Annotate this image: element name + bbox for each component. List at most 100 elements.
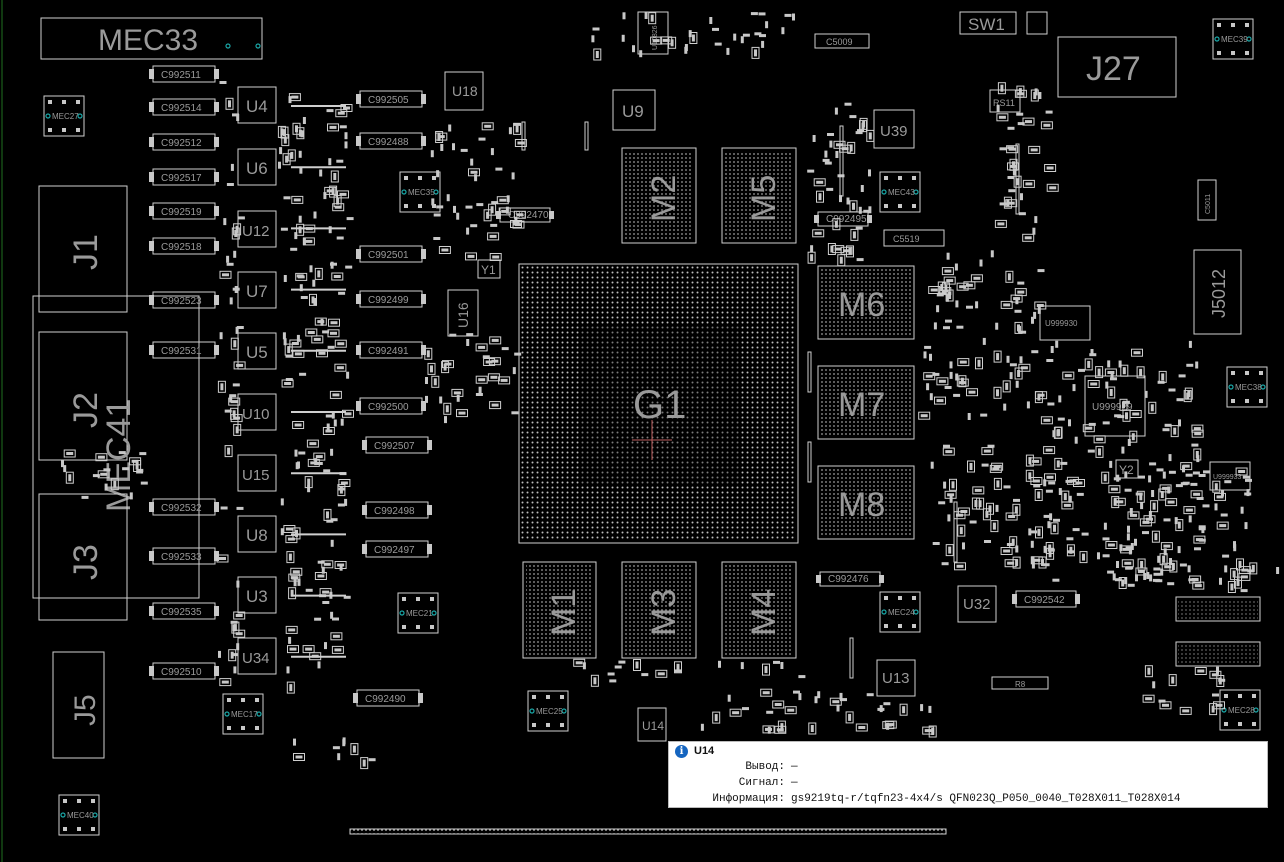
g1-gpu[interactable]: G1 — [518, 263, 799, 544]
smd-pad — [1079, 551, 1088, 564]
capacitor-c992495[interactable]: C992495 — [814, 211, 872, 227]
u4-ic[interactable]: U4 — [237, 86, 277, 124]
capacitor-c992519[interactable]: C992519 — [149, 202, 219, 220]
smd-pad — [1222, 554, 1230, 558]
mounting-hole-mec21[interactable]: MEC21 — [397, 592, 439, 634]
smd-pad — [346, 217, 354, 221]
mounting-hole-mec43[interactable]: MEC43 — [879, 171, 921, 213]
c5519-part[interactable]: C5519 — [883, 229, 945, 247]
u15-ic[interactable]: U15 — [237, 454, 277, 492]
u14-ic[interactable]: U14 — [637, 707, 667, 742]
mounting-hole-mec39[interactable]: MEC39 — [1212, 18, 1254, 60]
mounting-hole-mec40[interactable]: MEC40 — [58, 794, 100, 836]
smd-pad — [767, 726, 771, 734]
m2-memory[interactable]: M2 — [621, 147, 697, 244]
u5-ic[interactable]: U5 — [237, 332, 277, 370]
smd-pad — [299, 372, 307, 376]
u39-ic[interactable]: U39 — [873, 109, 915, 149]
r8-part[interactable]: R8 — [991, 676, 1049, 690]
capacitor-c992518[interactable]: C992518 — [149, 237, 219, 255]
capacitor-c992501[interactable]: C992501 — [356, 245, 426, 263]
mounting-hole-mec25[interactable]: MEC25 — [527, 690, 569, 732]
smd-pad — [1212, 480, 1221, 493]
capacitor-c992491[interactable]: C992491 — [356, 341, 426, 359]
m3-memory[interactable]: M3 — [621, 561, 697, 659]
j3-connector[interactable]: J3 — [38, 493, 128, 621]
m1-memory[interactable]: M1 — [522, 561, 597, 659]
capacitor-c992512[interactable]: C992512 — [149, 133, 219, 151]
capacitor-c992531[interactable]: C992531 — [149, 341, 219, 359]
u18-ic[interactable]: U18 — [444, 71, 484, 111]
capacitor-c992490[interactable]: C992490 — [353, 689, 423, 707]
mounting-hole-mec27[interactable]: MEC27 — [43, 95, 85, 137]
mounting-hole-label: MEC35 — [408, 188, 435, 197]
c5009-part[interactable]: C5009 — [814, 33, 870, 49]
u8-ic[interactable]: U8 — [237, 515, 277, 553]
smd-pad — [1019, 330, 1027, 334]
u999933-chip[interactable]: U999933 — [1209, 461, 1251, 491]
j808-connector[interactable] — [1175, 596, 1261, 622]
m6-memory[interactable]: M6 — [817, 265, 915, 340]
j5-connector[interactable]: J5 — [52, 651, 105, 759]
capacitor-c992517[interactable]: C992517 — [149, 168, 219, 186]
smd-pad — [622, 12, 626, 20]
mec33-component[interactable]: MEC33 — [40, 17, 263, 60]
capacitor-c992498[interactable]: C992498 — [362, 501, 432, 519]
capacitor-c992507[interactable]: C992507 — [362, 436, 432, 454]
smd-pad — [609, 679, 617, 683]
capacitor-c992510[interactable]: C992510 — [149, 662, 219, 680]
u10826-part[interactable]: U10826 — [637, 11, 669, 55]
m4-memory[interactable]: M4 — [721, 561, 797, 659]
capacitor-c992505[interactable]: C992505 — [356, 90, 426, 108]
j807-connector[interactable] — [1175, 641, 1261, 667]
j5012-connector[interactable]: J5012 — [1193, 249, 1242, 335]
capacitor-c992514[interactable]: C992514 — [149, 98, 219, 116]
capacitor-c992500[interactable]: C992500 — [356, 397, 426, 415]
mounting-hole-mec38[interactable]: MEC38 — [1226, 366, 1268, 408]
u16-ic[interactable]: U16 — [447, 289, 479, 337]
u999930-chip[interactable]: U999930 — [1039, 305, 1091, 341]
smd-pad — [1043, 446, 1056, 455]
m5-memory[interactable]: M5 — [721, 147, 797, 244]
capacitor-c992523[interactable]: C992523 — [149, 291, 219, 309]
m8-memory[interactable]: M8 — [817, 465, 915, 540]
sw1-switch[interactable]: SW1 — [959, 11, 1048, 35]
capacitor-c992488[interactable]: C992488 — [356, 132, 426, 150]
smd-pad — [1188, 515, 1192, 523]
j27-connector[interactable]: J27 — [1057, 36, 1177, 98]
capacitor-c992532[interactable]: C992532 — [149, 498, 219, 516]
smd-pad — [228, 649, 237, 662]
u32-ic[interactable]: U32 — [957, 585, 997, 623]
capacitor-c992497[interactable]: C992497 — [362, 540, 432, 558]
u9-ic[interactable]: U9 — [612, 89, 656, 131]
smd-pad — [332, 203, 345, 212]
capacitor-c992542[interactable]: C992542 — [1012, 590, 1080, 608]
j1-connector[interactable]: J1 — [38, 185, 128, 313]
u13-ic[interactable]: U13 — [876, 659, 916, 697]
smd-pad — [760, 688, 773, 697]
mec41-outline[interactable] — [32, 295, 200, 599]
capacitor-c992511[interactable]: C992511 — [149, 65, 219, 83]
y1-crystal[interactable]: Y1 — [477, 259, 501, 279]
capacitor-c992476[interactable]: C992476 — [816, 571, 884, 587]
smd-pad — [971, 497, 980, 510]
j2-connector[interactable]: J2 — [38, 331, 128, 461]
u3-ic[interactable]: U3 — [237, 576, 277, 614]
mounting-hole-mec24[interactable]: MEC24 — [879, 591, 921, 633]
smd-pad — [1175, 519, 1184, 532]
mounting-hole-mec17[interactable]: MEC17 — [222, 693, 264, 735]
c5011-part[interactable]: C5011 — [1197, 179, 1217, 221]
smd-pad — [1174, 517, 1178, 525]
smd-pad — [323, 508, 332, 521]
capacitor-c992535[interactable]: C992535 — [149, 602, 219, 620]
smd-pad — [431, 375, 440, 388]
smd-pad — [1149, 574, 1153, 582]
mounting-hole-mec35[interactable]: MEC35 — [399, 171, 441, 213]
mounting-hole-mec28[interactable]: MEC28 — [1219, 689, 1261, 731]
u6-ic[interactable]: U6 — [237, 148, 277, 186]
smd-pad — [742, 707, 749, 711]
capacitor-c992499[interactable]: C992499 — [356, 290, 426, 308]
smd-pad — [1129, 430, 1138, 443]
m7-memory[interactable]: M7 — [817, 365, 915, 440]
